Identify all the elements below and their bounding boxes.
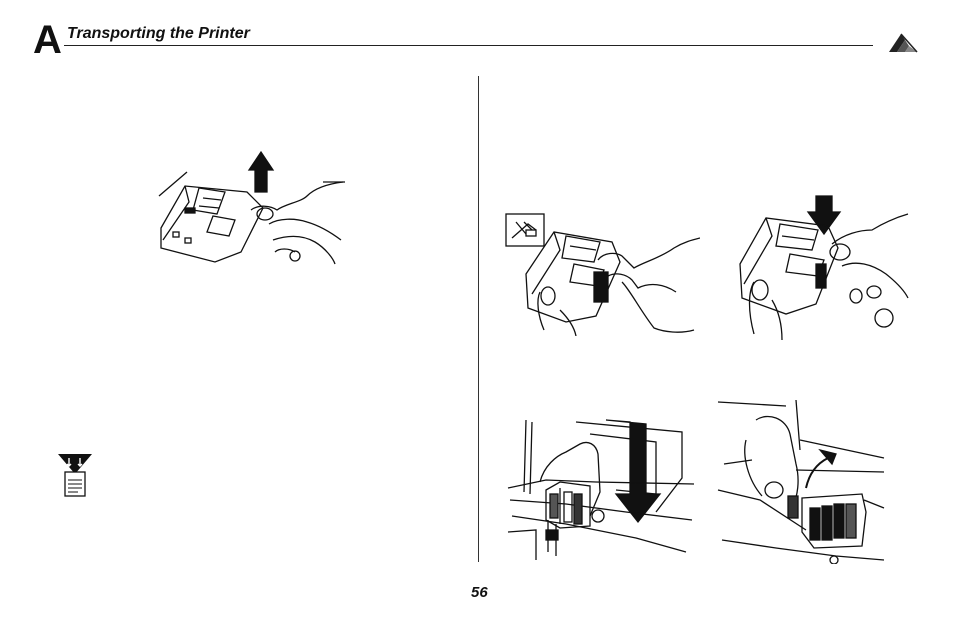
remove-tape-illustration [504, 212, 700, 336]
lift-lever-illustration [716, 400, 886, 564]
section-letter: A [33, 20, 62, 60]
brand-logo-icon [887, 30, 919, 54]
insert-holder-illustration [506, 412, 696, 562]
page-number: 56 [471, 584, 488, 601]
note-icon [56, 452, 94, 498]
remove-cartridge-illustration [155, 148, 345, 266]
page-title: Transporting the Printer [67, 25, 250, 43]
column-divider [478, 76, 479, 562]
header-rule [64, 45, 873, 46]
press-cartridge-illustration [732, 194, 910, 340]
